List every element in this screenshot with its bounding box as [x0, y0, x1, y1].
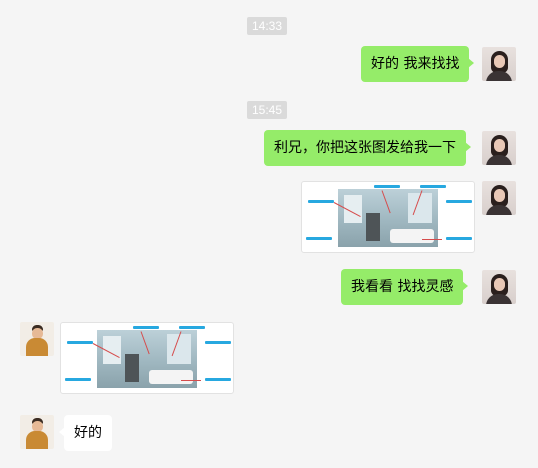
- image-message-outgoing[interactable]: [301, 181, 475, 253]
- avatar-face: [494, 139, 505, 152]
- avatar[interactable]: [482, 181, 516, 215]
- bathroom-design-image: [338, 189, 438, 247]
- annotation-label: [308, 200, 334, 203]
- avatar[interactable]: [482, 270, 516, 304]
- annotation-label: [67, 341, 93, 344]
- image-cabinet: [125, 354, 139, 382]
- annotation-label: [306, 237, 332, 240]
- annotation-label: [205, 341, 231, 344]
- message-bubble-outgoing[interactable]: 利兄，你把这张图发给我一下: [264, 130, 471, 166]
- avatar[interactable]: [20, 415, 54, 449]
- image-bathtub: [149, 370, 193, 384]
- avatar-face: [494, 189, 505, 202]
- annotation-label: [446, 237, 472, 240]
- avatar-body: [26, 431, 48, 449]
- annotation-label: [65, 378, 91, 381]
- image-window: [167, 334, 191, 364]
- avatar[interactable]: [20, 322, 54, 356]
- annotation-label: [179, 326, 205, 329]
- annotation-line: [181, 380, 201, 381]
- avatar[interactable]: [482, 131, 516, 165]
- avatar-body: [486, 155, 512, 165]
- avatar-face: [32, 328, 43, 339]
- message-bubble-outgoing[interactable]: 好的 我来找找: [361, 46, 475, 82]
- image-cabinet: [366, 213, 380, 241]
- annotation-label: [205, 378, 231, 381]
- avatar-body: [26, 338, 48, 356]
- timestamp: 15:45: [247, 101, 288, 119]
- image-message-incoming[interactable]: [60, 322, 234, 394]
- avatar-face: [32, 421, 43, 432]
- timestamp: 14:33: [247, 17, 288, 35]
- annotation-label: [374, 185, 400, 188]
- avatar-face: [494, 278, 505, 291]
- avatar[interactable]: [482, 47, 516, 81]
- image-bathtub: [390, 229, 434, 243]
- avatar-body: [486, 294, 512, 304]
- annotation-label: [133, 326, 159, 329]
- annotation-line: [422, 239, 442, 240]
- annotation-label: [446, 200, 472, 203]
- avatar-body: [486, 205, 512, 215]
- image-window: [408, 193, 432, 223]
- message-bubble-outgoing[interactable]: 我看看 找找灵感: [341, 269, 469, 305]
- avatar-face: [494, 55, 505, 68]
- annotation-label: [420, 185, 446, 188]
- message-bubble-incoming[interactable]: 好的: [59, 415, 112, 451]
- avatar-body: [486, 71, 512, 81]
